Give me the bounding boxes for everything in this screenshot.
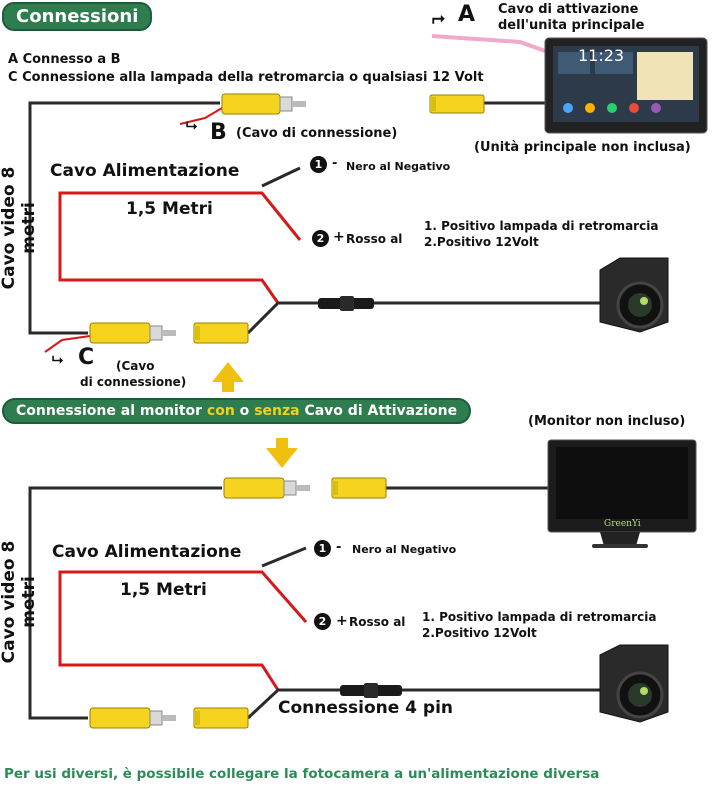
connector-label: Connessione 4 pin (278, 698, 454, 718)
rca-male-bottom-top (223, 477, 310, 499)
badge-1-top: 1 (310, 156, 327, 173)
power-length-top: 1,5 Metri (126, 199, 213, 219)
legend-a: A Connesso a B (8, 52, 121, 67)
power-title-bottom: Cavo Alimentazione (52, 542, 242, 562)
rca-male-b (221, 93, 306, 115)
neg-text-top: Nero al Negativo (346, 160, 451, 173)
banner-text-1: Connessione al monitor (16, 403, 207, 419)
power-length-bottom: 1,5 Metri (120, 580, 207, 600)
monitor (547, 439, 697, 548)
section-title-text: Connessioni (16, 6, 139, 27)
cable-b-label: (Cavo di connessione) (236, 126, 398, 141)
footer-note: Per usi diversi, è possibile collegare l… (4, 766, 600, 782)
legend-c: C Connessione alla lampada della retroma… (8, 70, 484, 85)
pos-sign-top: + (333, 229, 345, 245)
power-red-wire-top (58, 191, 302, 304)
cable-c-label-1: (Cavo (116, 359, 155, 373)
trigger-label-1: Cavo di attivazione (498, 2, 639, 17)
c-trigger-red (44, 335, 91, 353)
monitor-connection-banner: Connessione al monitor con o senza Cavo … (2, 398, 472, 424)
neg-sign-top: - (332, 156, 338, 171)
banner-highlight-con: con (206, 403, 235, 419)
monitor-brand: GreenYi (604, 519, 641, 529)
camera-lead-bottom (246, 688, 600, 720)
rca-male-bottom (89, 707, 176, 729)
head-unit-note: (Unità principale non inclusa) (474, 140, 691, 155)
rca-male-c (89, 322, 176, 344)
camera-bottom (599, 644, 669, 723)
neg-sign-bottom: - (336, 540, 342, 555)
arrow-up (212, 362, 244, 392)
pos-opt-1-bottom: 1. Positivo lampada di retromarcia (422, 610, 657, 624)
arrow-down (266, 438, 298, 468)
pos-text-bottom: Rosso al (349, 615, 406, 629)
video-cable-label-top: Cavo video 8 metri (0, 166, 39, 290)
trigger-wire (431, 34, 549, 54)
rca-female-headunit (429, 94, 485, 114)
video-cable-bottom (28, 486, 222, 720)
pos-opt-1-top: 1. Positivo lampada di retromarcia (424, 219, 659, 233)
badge-2-top: 2 (312, 230, 329, 247)
trigger-arrow-icon: ⮣ (432, 8, 445, 27)
letter-b: B (210, 120, 227, 145)
pos-sign-bottom: + (336, 613, 348, 629)
video-cable-label-bottom: Cavo video 8 metri (0, 540, 39, 664)
power-black-wire-bottom (261, 546, 307, 568)
section-title: Connessioni (2, 2, 153, 31)
c-arrow-icon: ⮡ (52, 352, 64, 368)
badge-1-bottom: 1 (314, 540, 331, 557)
camera-lead-top (246, 301, 600, 335)
power-black-wire-top (261, 166, 301, 188)
monitor-note: (Monitor non incluso) (528, 414, 686, 429)
video-cable-top (28, 101, 220, 335)
pos-text-top: Rosso al (346, 232, 403, 246)
letter-c: C (78, 345, 95, 370)
power-title-top: Cavo Alimentazione (50, 161, 240, 181)
head-unit (544, 37, 708, 134)
rca-female-monitor (331, 477, 387, 499)
rca-female-camera-bottom (193, 707, 249, 729)
b-trigger-red (179, 107, 223, 125)
cable-c-label-2: di connessione) (80, 375, 187, 389)
camera-top (599, 257, 669, 333)
power-red-wire-bottom (58, 570, 308, 691)
badge-2-bottom: 2 (314, 613, 331, 630)
banner-text-3: Cavo di Attivazione (299, 403, 458, 419)
rca-female-camera-top (193, 322, 249, 344)
banner-text-2: o (234, 403, 255, 419)
pos-opt-2-top: 2.Positivo 12Volt (424, 235, 539, 249)
banner-highlight-senza: senza (254, 403, 300, 419)
trigger-label-2: dell'unita principale (498, 18, 645, 33)
neg-text-bottom: Nero al Negativo (352, 543, 457, 556)
pos-opt-2-bottom: 2.Positivo 12Volt (422, 626, 537, 640)
letter-a: A (458, 2, 476, 27)
head-unit-clock: 11:23 (578, 46, 625, 65)
b-arrow-icon: ⮡ (186, 118, 198, 134)
